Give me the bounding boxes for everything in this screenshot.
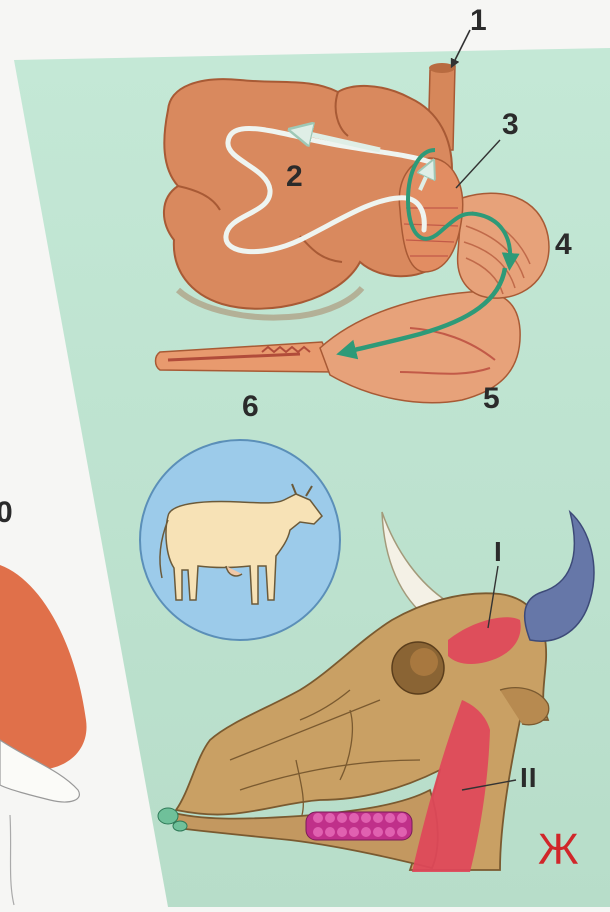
neighbor-figure-fragment (0, 565, 87, 905)
omasum (458, 193, 549, 298)
label-I: I (494, 538, 503, 566)
label-2: 2 (286, 162, 303, 192)
label-II: II (520, 764, 538, 792)
label-3: 3 (502, 110, 519, 140)
label-5: 5 (483, 384, 500, 414)
label-4: 4 (555, 230, 572, 260)
label-6: 6 (242, 392, 259, 422)
label-1: 1 (470, 6, 487, 36)
figure-letter: Ж (538, 828, 579, 872)
cow-illustration (140, 440, 340, 640)
neighbor-figure-number: 0 (0, 498, 13, 528)
